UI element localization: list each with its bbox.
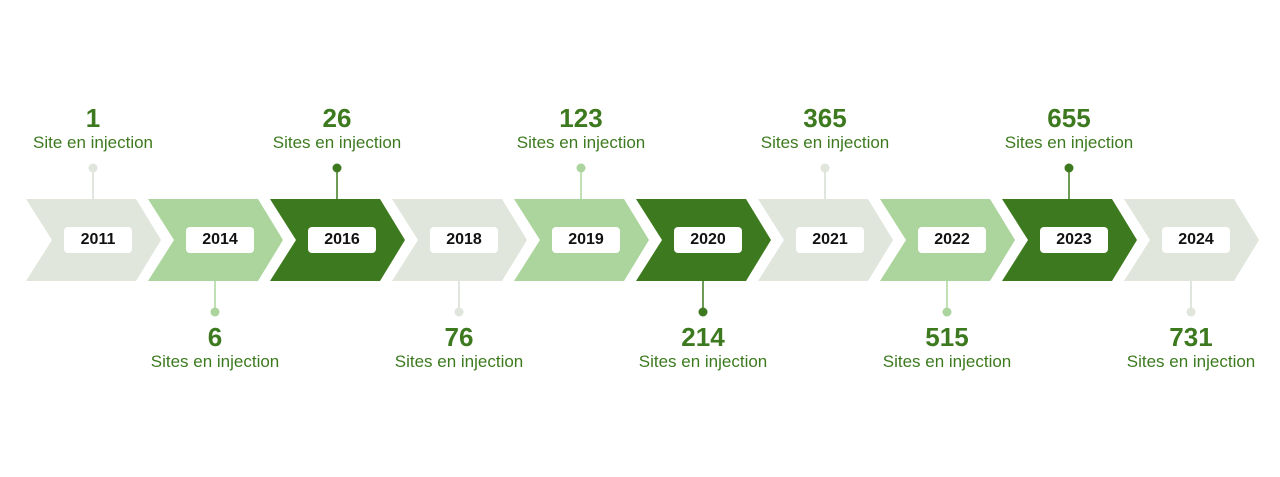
- year-label-2014: 2014: [186, 227, 254, 253]
- site-count-caption: Sites en injection: [272, 133, 402, 152]
- site-count-caption: Sites en injection: [760, 133, 890, 152]
- milestone-dot-2024: [1186, 307, 1196, 317]
- year-label-2016: 2016: [308, 227, 376, 253]
- year-label-2011: 2011: [64, 227, 132, 253]
- milestone-dot-2022: [942, 307, 952, 317]
- milestone-dot-2023: [1064, 163, 1074, 173]
- year-label-2021: 2021: [796, 227, 864, 253]
- milestone-dot-2014: [210, 307, 220, 317]
- site-count-caption: Sites en injection: [638, 352, 768, 371]
- site-count: 655: [1047, 103, 1091, 133]
- year-label-2018: 2018: [430, 227, 498, 253]
- site-count-caption: Sites en injection: [150, 352, 280, 371]
- site-count-caption: Sites en injection: [394, 352, 524, 371]
- site-count: 6: [207, 322, 223, 352]
- site-count: 1: [85, 103, 101, 133]
- milestone-dot-2011: [88, 163, 98, 173]
- year-label-2023: 2023: [1040, 227, 1108, 253]
- site-count: 365: [803, 103, 847, 133]
- year-label-2019: 2019: [552, 227, 620, 253]
- milestone-dot-2018: [454, 307, 464, 317]
- site-count: 731: [1169, 322, 1213, 352]
- site-count-caption: Sites en injection: [1004, 133, 1134, 152]
- milestone-dot-2019: [576, 163, 586, 173]
- site-count-caption: Sites en injection: [516, 133, 646, 152]
- site-count-caption: Site en injection: [32, 133, 154, 152]
- site-count: 515: [925, 322, 969, 352]
- milestone-dot-2021: [820, 163, 830, 173]
- site-count: 26: [322, 103, 352, 133]
- site-count: 76: [444, 322, 474, 352]
- year-label-2020: 2020: [674, 227, 742, 253]
- year-label-2024: 2024: [1162, 227, 1230, 253]
- site-count-caption: Sites en injection: [882, 352, 1012, 371]
- site-count: 214: [681, 322, 725, 352]
- milestone-dot-2020: [698, 307, 708, 317]
- milestone-dot-2016: [332, 163, 342, 173]
- site-count-caption: Sites en injection: [1126, 352, 1256, 371]
- site-count: 123: [559, 103, 603, 133]
- year-label-2022: 2022: [918, 227, 986, 253]
